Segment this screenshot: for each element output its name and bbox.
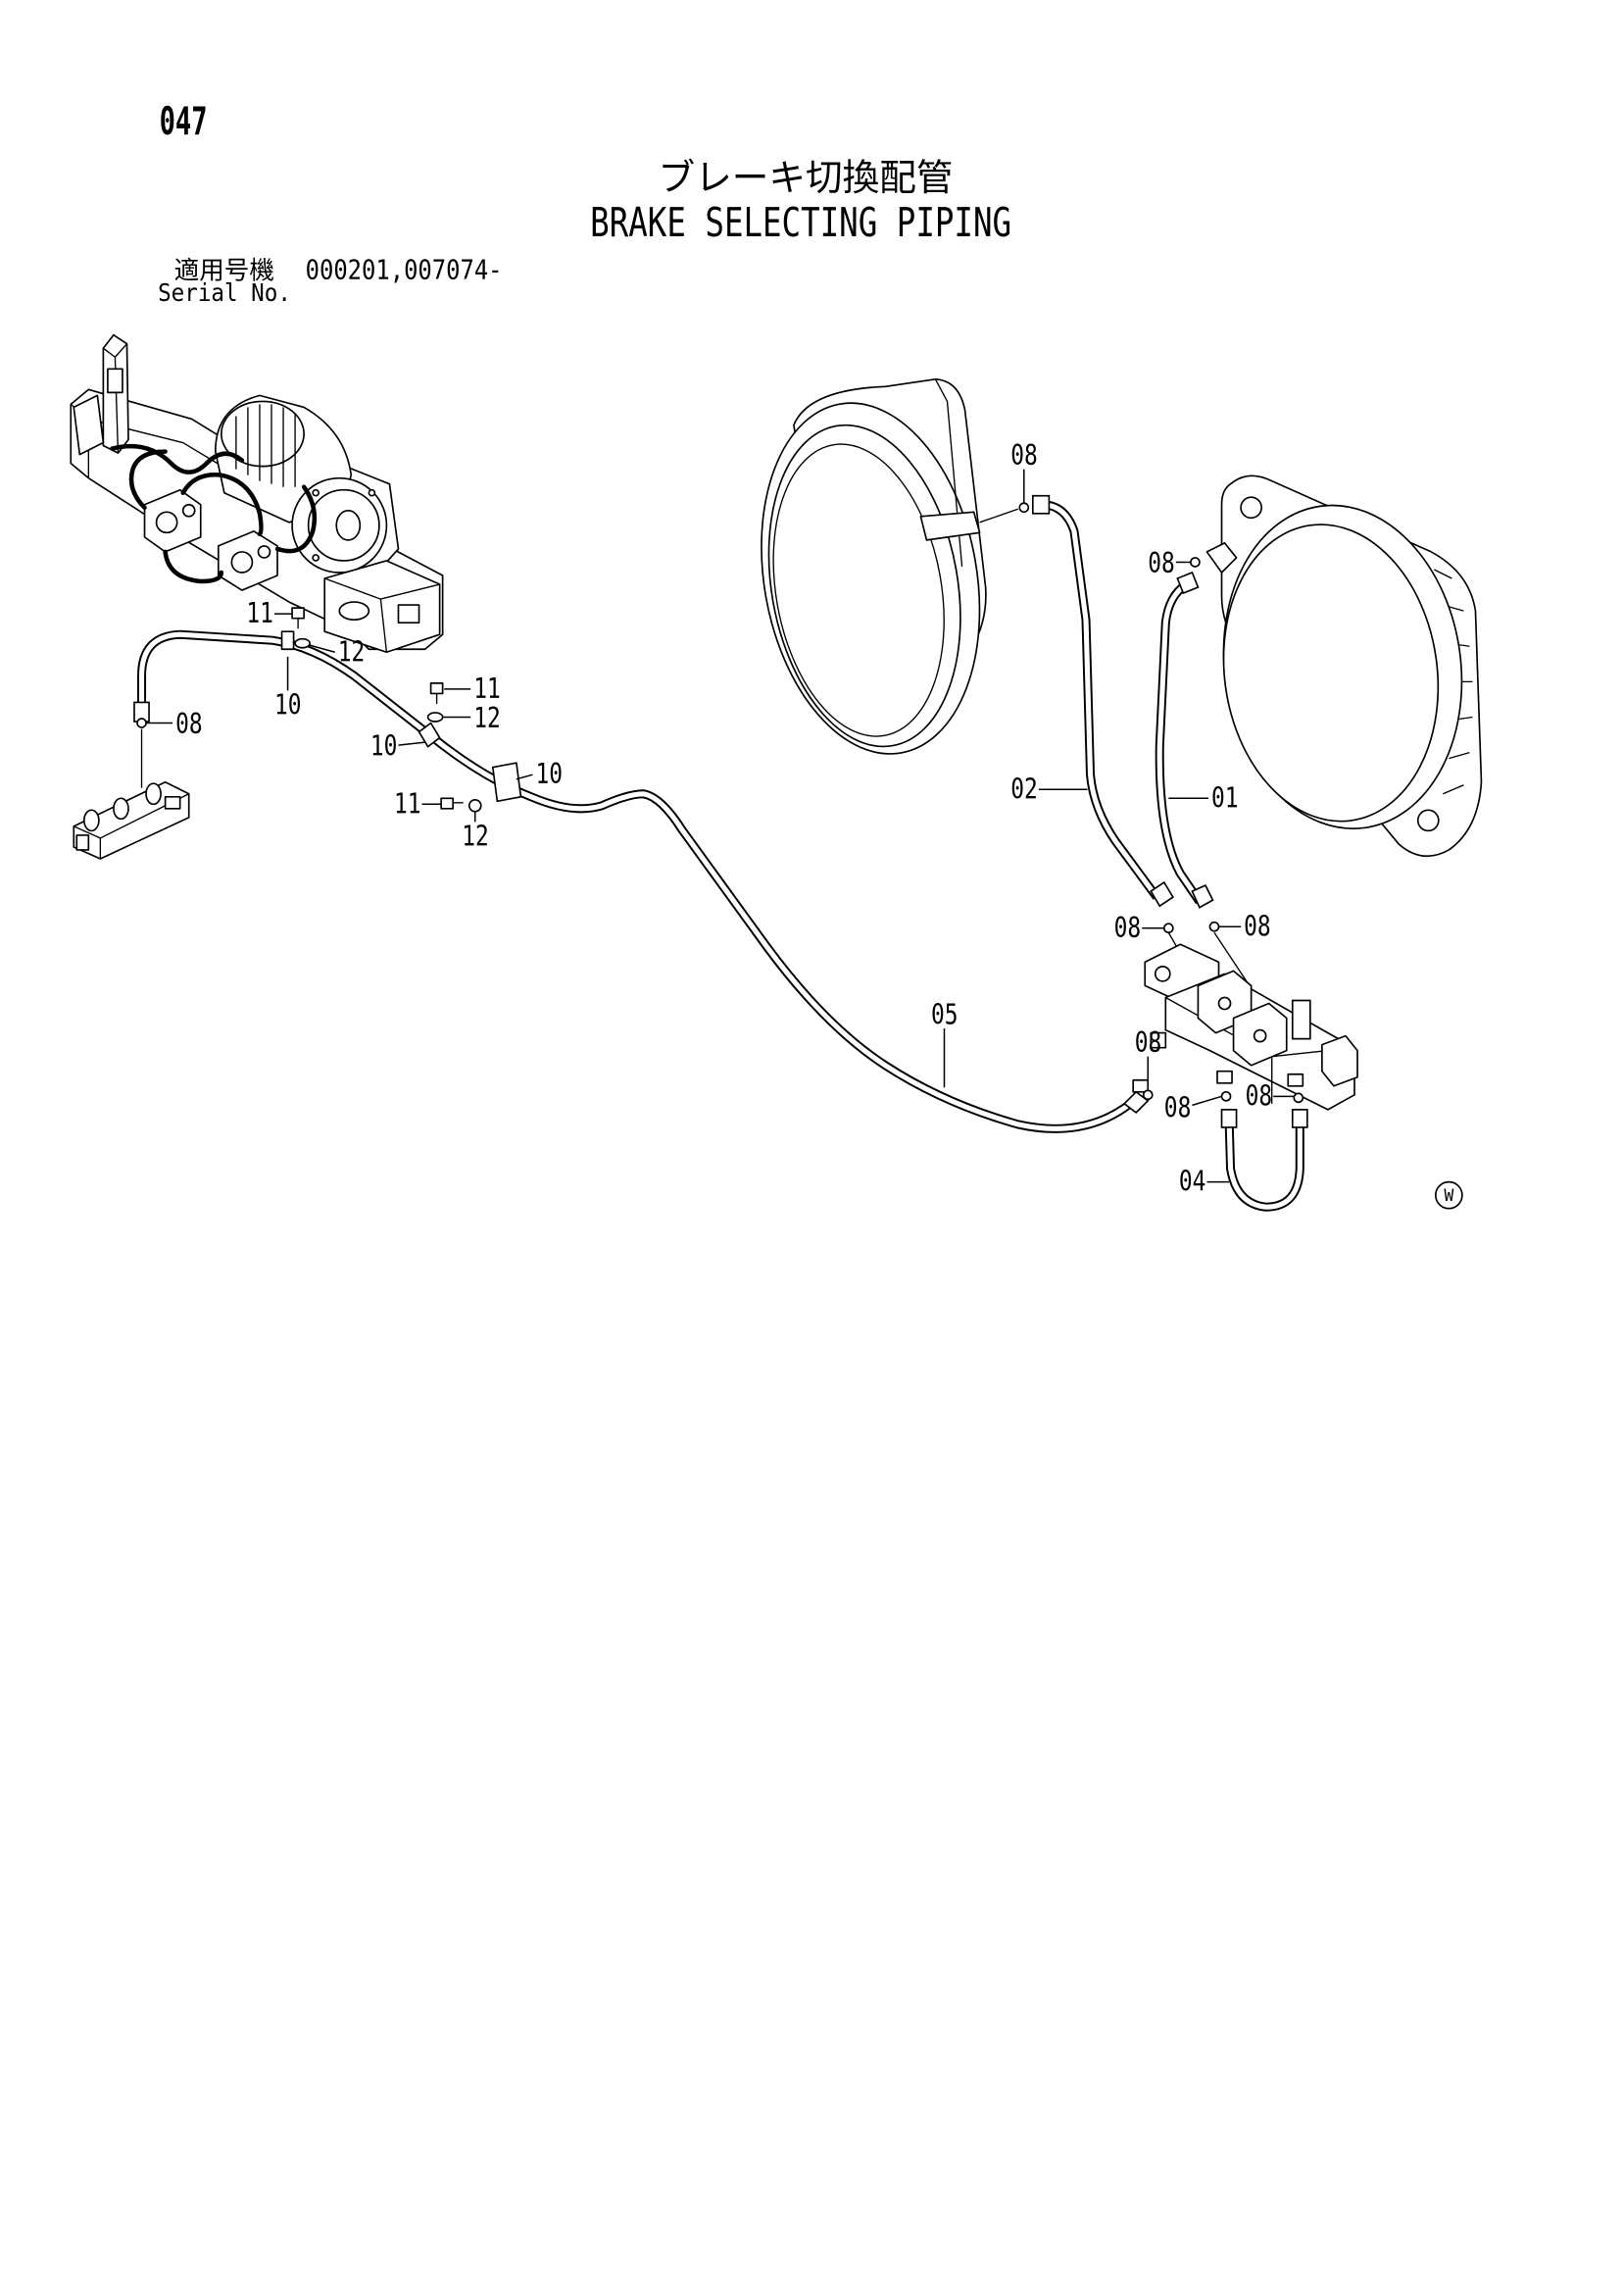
washer	[426, 712, 444, 723]
o-ring	[1293, 1092, 1304, 1104]
o-ring	[1220, 1090, 1232, 1102]
callout-label: 08	[1164, 1092, 1192, 1124]
flange-hole	[1416, 809, 1440, 832]
callout-label: 11	[394, 788, 421, 821]
marker-circle	[1434, 1180, 1463, 1210]
page-number: 047	[160, 99, 208, 143]
callout-label: 08	[1010, 440, 1038, 473]
control-valve-left	[73, 728, 190, 860]
callout-label: 08	[1114, 912, 1142, 944]
o-ring	[1162, 923, 1174, 934]
hose-fitting	[1220, 1109, 1238, 1128]
callout-label: 12	[473, 703, 501, 735]
washers-12	[294, 637, 482, 813]
bolt	[440, 797, 455, 810]
hose-clamps-10	[280, 630, 522, 803]
callout-label: 10	[370, 730, 398, 763]
callout-label: 05	[931, 999, 959, 1031]
o-ring	[1142, 1089, 1154, 1101]
hose-02	[1031, 494, 1174, 908]
hose-fitting	[1291, 1109, 1308, 1128]
hose-fitting	[1176, 571, 1200, 595]
winch-assembly	[70, 333, 444, 654]
hose-05	[133, 629, 1150, 1133]
o-ring	[1190, 557, 1201, 568]
o-rings-08	[136, 502, 1304, 1104]
callout-label: 10	[274, 689, 302, 722]
page-header: 047 ブレーキ切換配管 BRAKE SELECTING PIPING 適用号機…	[158, 99, 1011, 307]
hose-fitting	[1150, 880, 1174, 908]
callout-label: 08	[1135, 1027, 1162, 1060]
marker-letter: W	[1444, 1186, 1453, 1205]
callout-label: 02	[1010, 774, 1038, 806]
hose-fitting	[1191, 884, 1214, 909]
o-ring	[1208, 921, 1220, 932]
callout-label: 11	[246, 598, 273, 630]
clamp	[280, 630, 295, 651]
callout-label: 11	[473, 673, 501, 705]
callout-label: 10	[535, 759, 563, 791]
washer	[294, 637, 311, 649]
callout-labels: 08 11 12 10 11 12 10 10 11 12 05 08 08 0…	[175, 440, 1272, 1199]
clamp	[418, 722, 441, 748]
motor-port	[1205, 542, 1238, 574]
bolt	[291, 607, 305, 620]
travel-motor-left	[761, 377, 1018, 755]
hose-01	[1155, 571, 1214, 909]
circled-marker: W	[1434, 1180, 1463, 1210]
leader-lines	[146, 469, 1295, 1183]
winch-pilot-hose	[110, 443, 245, 474]
title-japanese: ブレーキ切換配管	[658, 156, 953, 199]
title-english: BRAKE SELECTING PIPING	[590, 198, 1011, 246]
callout-label: 08	[1246, 1080, 1273, 1113]
hose-04	[1220, 1109, 1308, 1212]
bolt	[429, 682, 444, 695]
serial-label-en: Serial No.	[158, 278, 291, 307]
callout-label: 12	[338, 636, 366, 669]
brake-selector-valve-block	[1132, 931, 1358, 1111]
callout-label: 08	[1244, 911, 1271, 943]
o-ring	[1018, 502, 1030, 514]
callout-label: 08	[1148, 547, 1175, 579]
callout-label: 12	[462, 821, 489, 853]
o-ring	[136, 718, 147, 728]
motor-port	[919, 511, 981, 541]
callout-label: 08	[175, 709, 203, 741]
applicable-serial-label-ja: 適用号機	[174, 256, 274, 285]
hose-fitting	[1122, 1090, 1150, 1114]
winch-valve-lower	[217, 530, 278, 591]
travel-motor-right	[1205, 474, 1483, 857]
winch-valve-upper	[143, 488, 202, 553]
washer	[467, 798, 482, 813]
flange-hole	[1240, 496, 1262, 520]
clamp-bracket	[491, 762, 522, 803]
serial-number-range: 000201,007074-	[306, 255, 503, 286]
valve-port	[1287, 1073, 1304, 1087]
valve-port	[1216, 1070, 1233, 1084]
callout-label: 04	[1179, 1166, 1206, 1198]
hose-fitting	[1031, 494, 1051, 515]
callout-label: 01	[1211, 782, 1239, 815]
